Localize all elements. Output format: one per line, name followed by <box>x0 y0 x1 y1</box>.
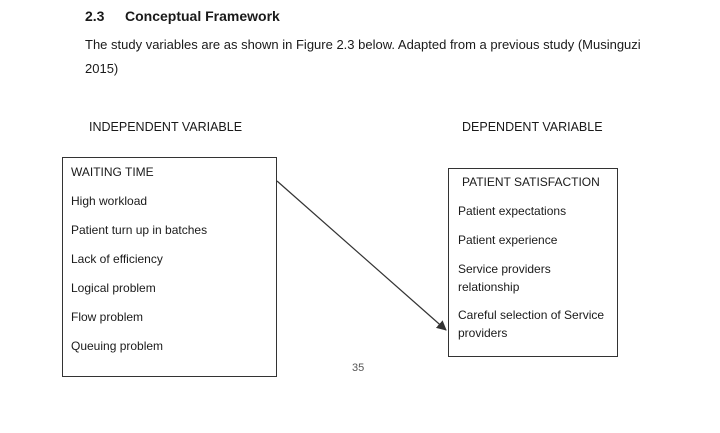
list-item: Service providers relationship <box>458 262 551 294</box>
section-heading: 2.3 Conceptual Framework <box>85 8 280 24</box>
section-number: 2.3 <box>85 8 105 24</box>
list-item: Patient turn up in batches <box>71 223 208 237</box>
page-number: 35 <box>352 362 365 374</box>
list-item: High workload <box>71 194 148 208</box>
list-item: Flow problem <box>71 310 144 324</box>
list-item: Patient experience <box>458 233 558 247</box>
intro-paragraph: The study variables are as shown in Figu… <box>85 37 641 76</box>
dependent-variable-box: PATIENT SATISFACTION Patient expectation… <box>448 168 618 357</box>
waiting-time-title: WAITING TIME <box>71 165 154 179</box>
independent-variable-label: INDEPENDENT VARIABLE <box>89 120 243 134</box>
list-item: Patient expectations <box>458 204 567 218</box>
list-item: Queuing problem <box>71 339 164 353</box>
list-item: Logical problem <box>71 281 156 295</box>
patient-satisfaction-title: PATIENT SATISFACTION <box>462 175 600 189</box>
list-item: Careful selection of Service providers <box>458 308 605 340</box>
list-item: Lack of efficiency <box>71 252 163 266</box>
independent-variable-box: WAITING TIME High workload Patient turn … <box>62 157 277 377</box>
section-title: Conceptual Framework <box>125 8 280 24</box>
arrow-line <box>276 180 447 331</box>
dependent-variable-label: DEPENDENT VARIABLE <box>462 120 603 134</box>
